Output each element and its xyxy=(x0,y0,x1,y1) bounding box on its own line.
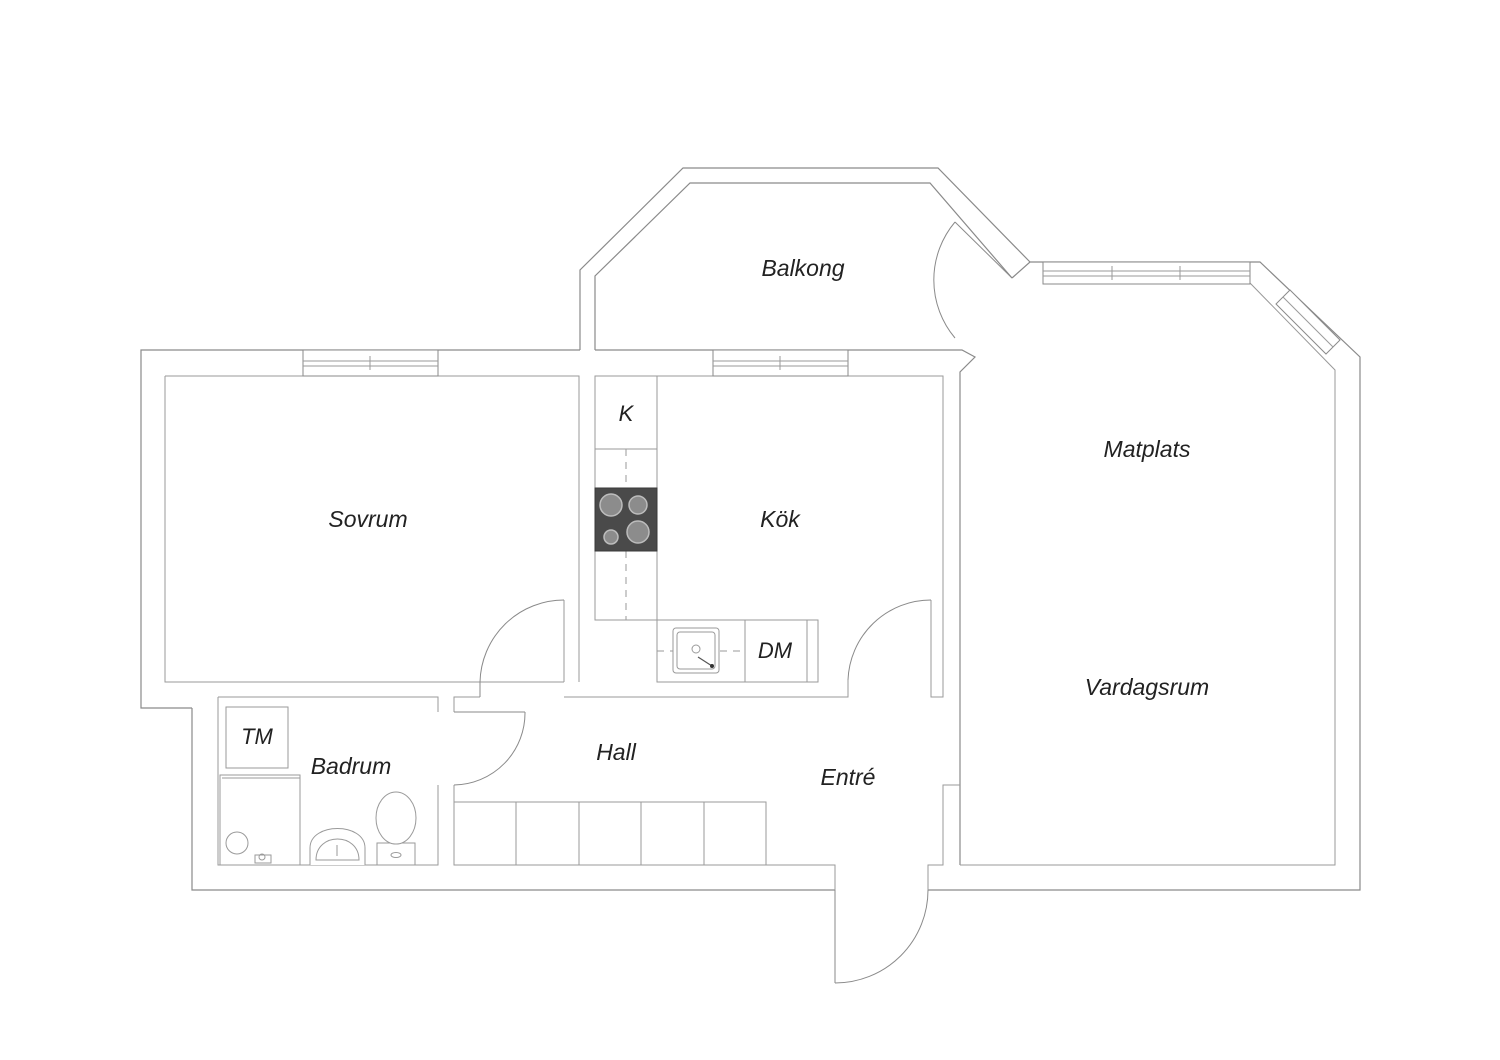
window-corner xyxy=(1275,289,1341,355)
kitchen-fixtures xyxy=(594,375,819,683)
hall-wardrobes xyxy=(453,801,767,866)
stove xyxy=(594,487,658,552)
door-badrum xyxy=(453,711,526,786)
label-diskmaskin: DM xyxy=(758,638,793,663)
window-kok xyxy=(712,349,849,377)
door-kok xyxy=(847,599,932,681)
room-labels: Balkong Sovrum Kök Matplats Vardagsrum H… xyxy=(311,255,1209,790)
label-hall: Hall xyxy=(596,739,637,765)
door-entre xyxy=(834,889,929,984)
label-vardagsrum: Vardagsrum xyxy=(1085,674,1209,700)
label-balkong: Balkong xyxy=(761,255,844,281)
doors xyxy=(453,221,1013,984)
label-sovrum: Sovrum xyxy=(328,506,407,532)
label-badrum: Badrum xyxy=(311,753,392,779)
window-sovrum xyxy=(302,349,439,377)
fixture-labels: K DM TM xyxy=(241,401,793,749)
label-matplats: Matplats xyxy=(1104,436,1191,462)
door-sovrum xyxy=(479,599,565,697)
label-tvattmaskin: TM xyxy=(241,724,273,749)
label-entre: Entré xyxy=(821,764,876,790)
label-kok: Kök xyxy=(760,506,801,532)
window-matplats xyxy=(1042,261,1251,285)
bathroom-fixtures xyxy=(219,706,417,866)
label-kyl: K xyxy=(619,401,635,426)
door-balkong xyxy=(933,221,1013,339)
washbasin xyxy=(309,828,366,865)
windows xyxy=(302,261,1341,377)
sink xyxy=(672,627,720,674)
shower xyxy=(219,774,301,866)
toilet xyxy=(375,791,417,866)
outer-walls xyxy=(140,167,1361,891)
